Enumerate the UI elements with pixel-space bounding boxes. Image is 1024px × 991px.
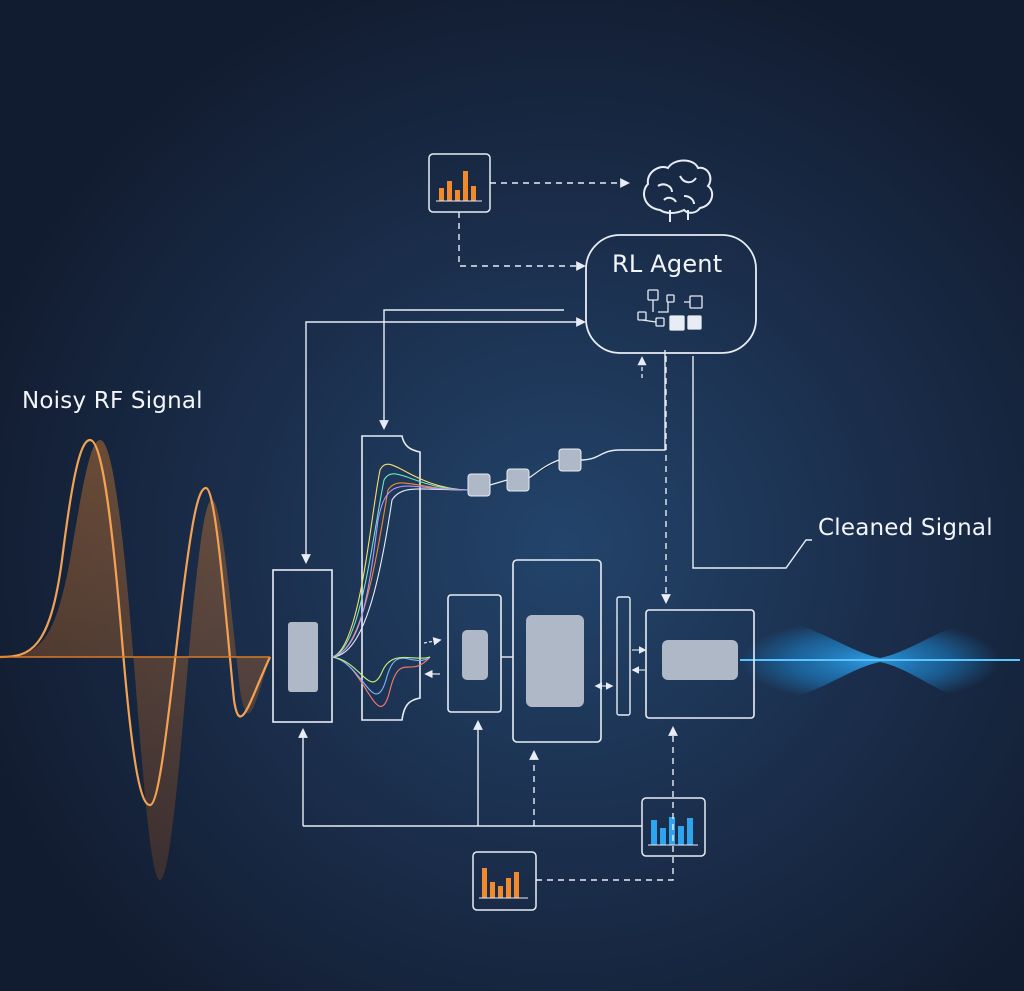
large-block-core: [526, 615, 584, 707]
bar-chart-icon: [641, 797, 706, 857]
rl-agent-box: [585, 234, 757, 354]
input-block: [272, 569, 333, 723]
rl-agent-label: RL Agent: [612, 250, 723, 278]
chain-box-3: [558, 448, 582, 472]
bar-chart-icon: [472, 851, 537, 911]
noisy-signal-label: Noisy RF Signal: [22, 388, 203, 414]
metric-chart-right: [641, 797, 706, 857]
filter-agent-link: [379, 309, 564, 430]
cleaned-signal-callout-line: [692, 356, 812, 569]
output-block-core: [662, 640, 738, 680]
link-arrow-a: [423, 637, 442, 646]
noisy-wave-shadow: [0, 440, 270, 880]
chain-box-2: [506, 468, 530, 492]
input-block-core: [288, 622, 318, 692]
chain-box-1: [467, 473, 491, 497]
metric-chart-bottom: [472, 851, 537, 911]
chain-to-agent-line: [580, 350, 666, 461]
noisy-rf-wave: [0, 438, 271, 880]
brain-icon: [643, 159, 714, 222]
chart-to-agent-arrow: [458, 212, 586, 271]
output-block: [645, 609, 755, 719]
noisy-wave-line: [0, 438, 271, 807]
chart-to-output-arrow: [536, 726, 678, 881]
thin-separator-block: [616, 596, 631, 716]
mid-block: [447, 594, 502, 713]
input-agent-link: [301, 317, 586, 564]
flowchart-icon: [637, 289, 703, 331]
cleaned-signal-label: Cleaned Signal: [818, 515, 993, 541]
connectors: [298, 178, 812, 881]
cleaned-signal-wave: [740, 618, 1020, 704]
mid-block-core: [462, 630, 488, 680]
